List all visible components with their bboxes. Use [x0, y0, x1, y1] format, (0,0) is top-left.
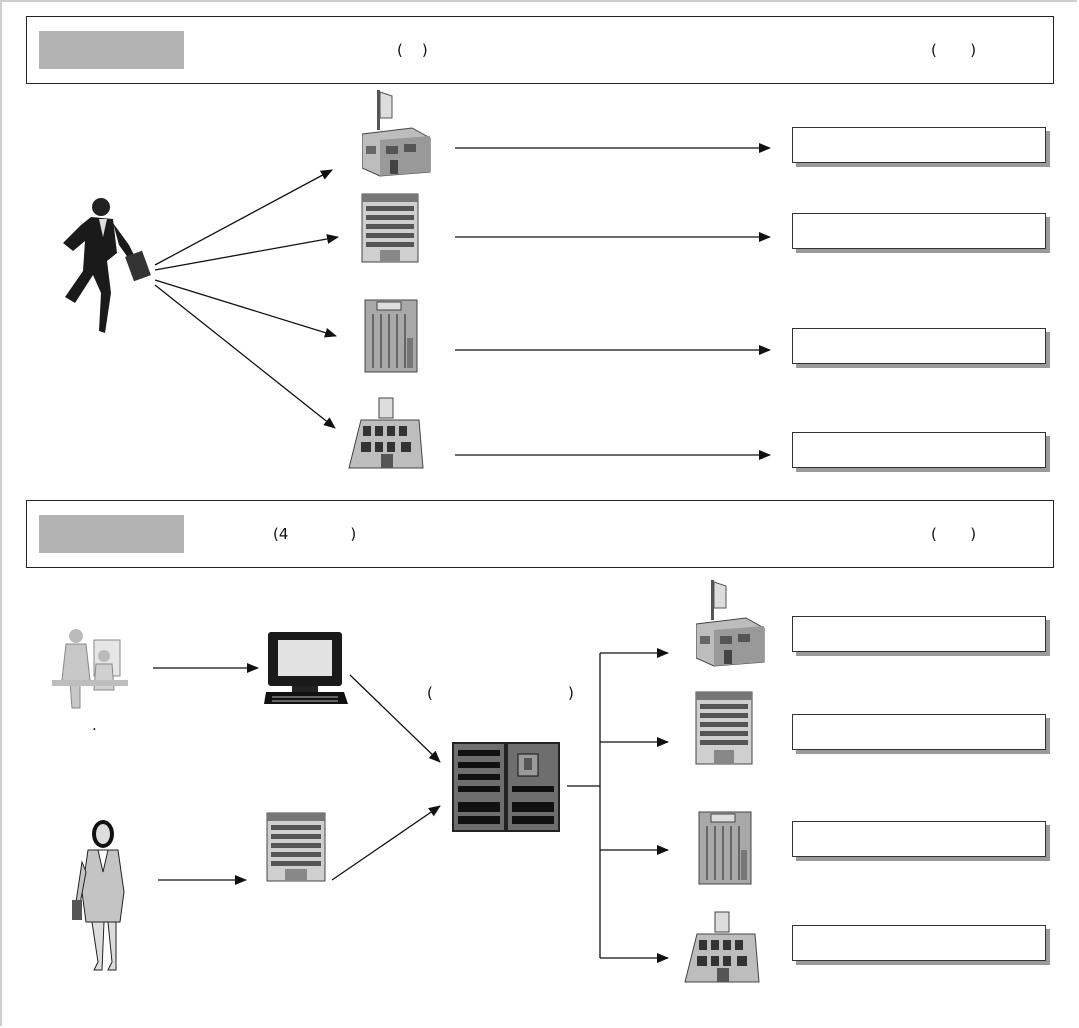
result-box-8 [792, 925, 1046, 961]
tall-office-building-icon [697, 810, 753, 890]
result-box-5 [792, 616, 1046, 652]
result-box-3 [792, 328, 1046, 364]
section1-tag [39, 31, 184, 69]
running-businessman-icon [55, 193, 155, 342]
computer-terminal-icon [264, 630, 348, 710]
city-hall-building-icon [347, 396, 425, 474]
arrow-computer-server [349, 674, 441, 763]
bank-building-icon [695, 578, 766, 672]
section2-header-right: ( ) [931, 525, 977, 543]
tall-office-building-icon [363, 298, 419, 378]
people-meeting-icon [50, 620, 130, 714]
arrow-runner-hall [154, 284, 336, 429]
arrow-runner-office [154, 234, 339, 271]
server-label-open: ( [427, 684, 433, 702]
meeting-caption: . [92, 716, 97, 734]
result-box-1 [792, 127, 1046, 163]
result-box-6 [792, 714, 1046, 750]
office-building-icon [694, 690, 754, 770]
result-box-7 [792, 821, 1046, 857]
section1-header-left: ( ) [397, 41, 428, 59]
result-box-2 [792, 213, 1046, 249]
section1-header-right: ( ) [931, 41, 977, 59]
businesswoman-icon [68, 812, 138, 976]
bank-building-icon [361, 88, 432, 182]
section1-header: ( ) ( ) [26, 16, 1054, 84]
office-building-icon [360, 192, 420, 268]
section2-header-left: (4 ) [273, 525, 357, 543]
arrow-runner-bank [154, 169, 333, 266]
arrow-office-server [331, 805, 441, 881]
section2-tag [39, 515, 184, 553]
result-box-4 [792, 432, 1046, 468]
server-rack-icon [450, 740, 562, 838]
section2-header: (4 ) ( ) [26, 500, 1054, 568]
arrow-runner-tower [154, 279, 337, 338]
server-label-close: ) [568, 684, 574, 702]
city-hall-building-icon [683, 910, 761, 988]
